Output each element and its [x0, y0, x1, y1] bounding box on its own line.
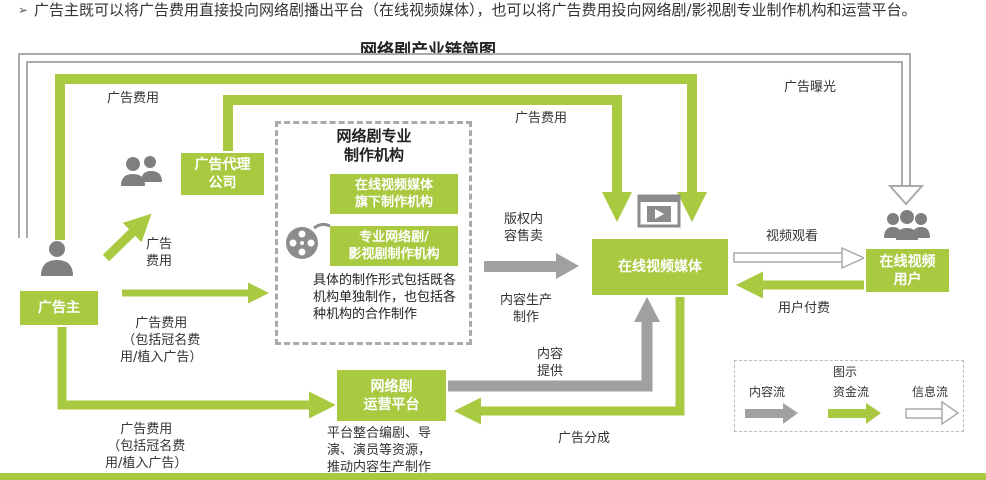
bottom-accent-bar: [0, 473, 986, 480]
production-org-description: 具体的制作形式包括既各机构单独制作，也包括各种机构的合作制作: [313, 273, 457, 322]
legend-content-flow-label: 内容流: [749, 385, 786, 399]
agency-people-icon: [121, 156, 162, 186]
legend-box: [734, 360, 964, 432]
label-ad-fee-top: 广告费用: [107, 91, 160, 106]
label-ad-exposure: 广告曝光: [784, 80, 837, 95]
legend-info-flow-label: 信息流: [912, 385, 949, 399]
production-org-container: [275, 121, 472, 345]
label-content-supply: 内容 提供: [537, 347, 564, 379]
users-people-icon: [884, 210, 930, 240]
advertiser-node: 广告主: [18, 289, 100, 327]
legend-content-arrow: [745, 403, 798, 424]
info-flow-exposure: [18, 53, 925, 238]
legend-info-arrow: [905, 400, 960, 426]
intro-text: ➢ 广告主既可以将广告费用直接投向网络剧播出平台（在线视频媒体），也可以将广告费…: [18, 0, 978, 21]
money-flow-agency-to-media: [223, 95, 632, 222]
label-user-payment: 用户付费: [778, 301, 831, 316]
content-flow-org-to-media: [484, 253, 579, 279]
label-ad-fee-bottom: 广告费用 （包括冠名费 用/植入广告）: [105, 422, 188, 471]
legend-title: 图示: [833, 365, 858, 379]
advertiser-person-icon: [41, 241, 73, 276]
online-video-users-node: 在线视频 用户: [864, 247, 951, 294]
label-ad-fee-mid: 广告费用 （包括冠名费 用/植入广告）: [120, 316, 203, 365]
money-flow-adv-to-platform: [57, 323, 336, 419]
content-flow-media-to-users: [733, 246, 866, 270]
bullet-icon: ➢: [18, 3, 29, 17]
web-drama-platform-node: 网络剧 运营平台: [335, 368, 448, 423]
label-video-watch: 视频观看: [766, 229, 819, 244]
content-flow-platform-to-media: [446, 297, 660, 392]
label-ad-fee-left: 广告 费用: [146, 237, 173, 269]
intro-sentence: 广告主既可以将广告费用直接投向网络剧播出平台（在线视频媒体），也可以将广告费用投…: [34, 1, 917, 19]
money-flow-adv-to-agency: [102, 213, 152, 262]
money-flow-media-to-platform: [454, 296, 685, 425]
legend-money-arrow: [828, 403, 881, 424]
video-player-icon: [637, 194, 681, 228]
label-copyright-sale: 版权内 容售卖: [504, 212, 544, 244]
ad-agency-node: 广告代理 公司: [179, 151, 266, 197]
film-reel-icon: [286, 222, 331, 259]
media-inhouse-studio-box: 在线视频媒体 旗下制作机构: [330, 174, 458, 214]
label-ad-share: 广告分成: [558, 431, 611, 446]
label-ad-fee-agency: 广告费用: [515, 111, 568, 126]
money-flow-adv-to-media-top: [55, 74, 707, 240]
professional-studio-box: 专业网络剧/ 影视剧制作机构: [330, 226, 458, 266]
production-org-title: 网络剧专业 制作机构: [336, 127, 412, 164]
online-video-media-node: 在线视频媒体: [590, 237, 730, 297]
label-platform-description: 平台整合编剧、导 演、演员等资源， 推动内容生产制作: [327, 426, 432, 475]
label-content-production: 内容生产 制作: [500, 293, 553, 325]
legend-money-flow-label: 资金流: [833, 385, 870, 399]
